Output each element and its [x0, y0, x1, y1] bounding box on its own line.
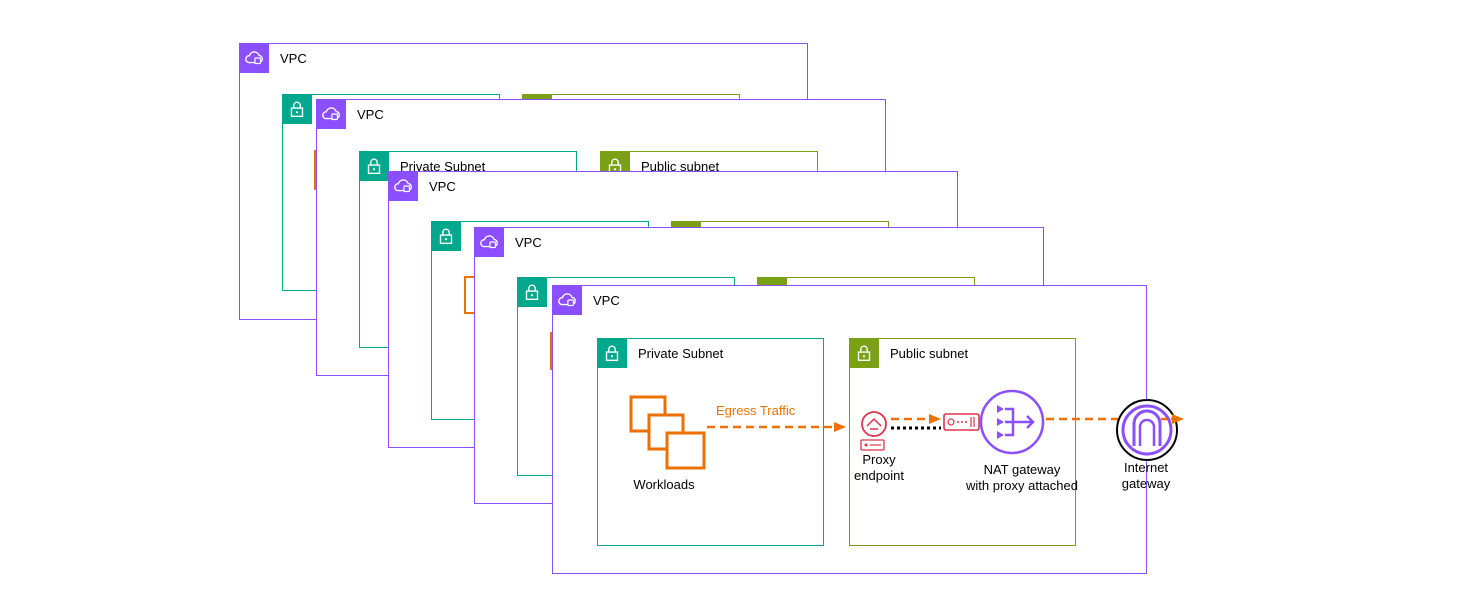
egress-arrow — [707, 422, 846, 432]
igw-to-internet-arrow — [1161, 414, 1184, 424]
internet-gateway-label: Internet gateway — [1106, 460, 1186, 492]
proxy-endpoint-icon — [860, 411, 887, 451]
ec2-instances-icon — [629, 395, 706, 470]
vpc-cloud-icon — [552, 285, 582, 315]
igw-label-line2: gateway — [1121, 476, 1171, 491]
nat-label-line2: with proxy attached — [965, 478, 1078, 493]
proxy-device-icon — [943, 413, 980, 431]
vpc-label: VPC — [593, 293, 620, 308]
vpc-label: VPC — [280, 51, 307, 66]
workload-fragment — [464, 276, 474, 314]
lock-icon — [849, 338, 879, 368]
nat-label-line1: NAT gateway — [983, 462, 1061, 477]
proxy-to-nat-arrow — [891, 414, 941, 424]
proxy-label-line1: Proxy — [862, 452, 896, 467]
nat-gateway-label: NAT gateway with proxy attached — [952, 462, 1092, 494]
lock-icon — [359, 151, 389, 181]
lock-icon — [282, 94, 312, 124]
proxy-endpoint-label: Proxy endpoint — [839, 452, 919, 484]
lock-icon — [597, 338, 627, 368]
egress-traffic-label: Egress Traffic — [716, 403, 796, 418]
vpc-cloud-icon — [239, 43, 269, 73]
vpc-label: VPC — [429, 179, 456, 194]
igw-label-line1: Internet — [1123, 460, 1169, 475]
vpc-label: VPC — [357, 107, 384, 122]
proxy-label-line2: endpoint — [854, 468, 904, 483]
lock-icon — [431, 221, 461, 251]
public-subnet-label: Public subnet — [641, 159, 720, 174]
public-subnet-label: Public subnet — [890, 346, 969, 361]
private-subnet: Private Subnet — [597, 338, 824, 546]
private-subnet-label: Private Subnet — [400, 159, 486, 174]
vpc-cloud-icon — [388, 171, 418, 201]
private-subnet-label: Private Subnet — [638, 346, 724, 361]
workloads-label: Workloads — [633, 477, 695, 492]
public-subnet: Public subnet — [849, 338, 1076, 546]
internet-gateway-icon — [1116, 399, 1178, 461]
vpc-cloud-icon — [316, 99, 346, 129]
nat-gateway-icon — [979, 389, 1045, 455]
vpc-cloud-icon — [474, 227, 504, 257]
lock-icon — [517, 277, 547, 307]
vpc-label: VPC — [515, 235, 542, 250]
